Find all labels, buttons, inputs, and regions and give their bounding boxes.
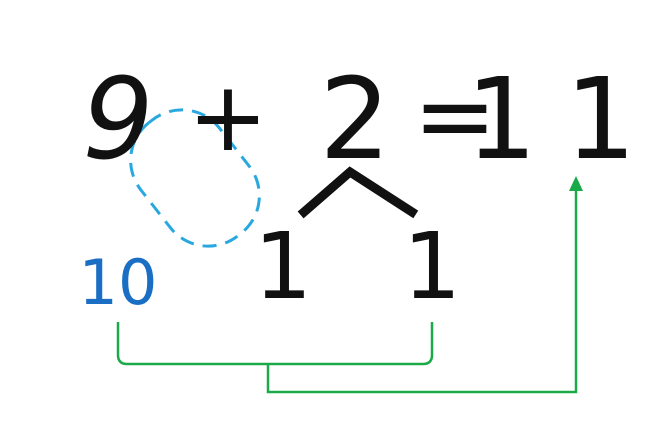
sum-bracket (116, 322, 434, 366)
plus-sign: + (188, 61, 268, 173)
tens-label: 10 (79, 246, 158, 319)
number-bond-lines (297, 166, 419, 219)
make-ten-group-outline (129, 108, 261, 248)
addend-two: 2 (319, 55, 390, 185)
bond-part-two: 1 (403, 213, 462, 320)
equals-sign: = (413, 57, 497, 174)
addend-nine: 9 (82, 55, 153, 185)
arrow-head-icon (569, 176, 583, 191)
result-eleven: 11 (466, 55, 658, 185)
bond-part-one: 1 (254, 213, 313, 320)
result-arrow-line (266, 190, 578, 394)
